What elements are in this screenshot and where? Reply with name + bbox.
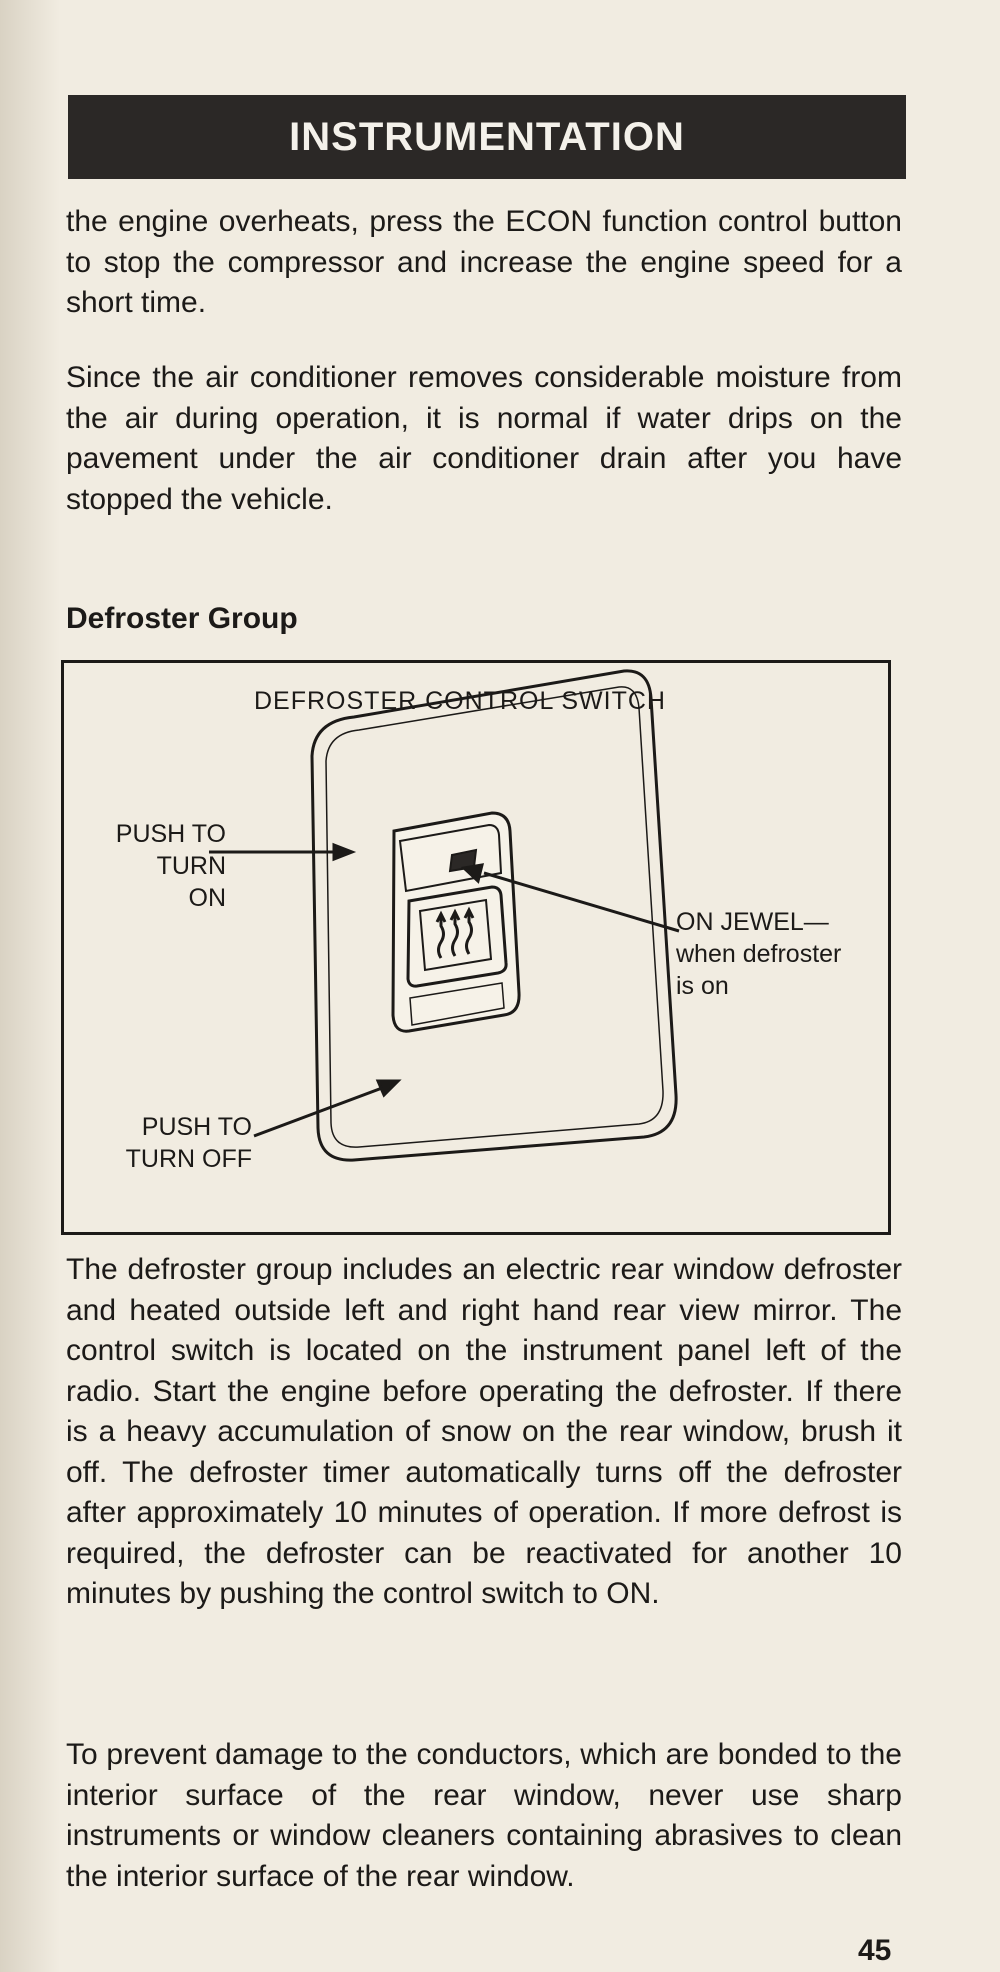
page-number: 45 — [858, 1934, 892, 1967]
rocker-bottom-section — [409, 982, 505, 1026]
defroster-switch-figure: DEFROSTER CONTROL SWITCH PUSH TO TURN ON… — [61, 660, 891, 1235]
paragraph-air-conditioner: Since the air conditioner removes consid… — [66, 361, 902, 516]
section-header-bar: INSTRUMENTATION — [68, 95, 906, 179]
defrost-icon — [435, 906, 475, 959]
label-push-to-turn-on-line3: ON — [188, 884, 227, 912]
label-on-jewel-line1: ON JEWEL— — [676, 908, 829, 936]
figure-title: DEFROSTER CONTROL SWITCH — [254, 687, 666, 715]
paragraph-conductors-warning: To prevent damage to the conductors, whi… — [66, 1738, 902, 1893]
label-on-jewel-line2: when defroster — [676, 940, 842, 968]
arrow-push-off-head — [375, 1079, 402, 1098]
label-push-to-turn-off-line1: PUSH TO — [141, 1113, 252, 1141]
paragraph-econ: the engine overheats, press the ECON fun… — [66, 205, 902, 319]
paragraph-defroster-group: The defroster group includes an electric… — [66, 1253, 902, 1610]
defrost-icon-frame — [418, 898, 493, 972]
arrow-jewel-head — [460, 863, 485, 884]
defrost-icon-plate — [406, 885, 508, 988]
arrow-push-off — [253, 1086, 383, 1138]
arrow-jewel — [483, 871, 680, 933]
switch-bezel-inner — [325, 686, 664, 1148]
switch-bezel — [310, 669, 678, 1162]
label-on-jewel: ON JEWEL— when defroster is on — [676, 906, 886, 1002]
defroster-switch-illustration — [209, 669, 680, 1162]
label-push-to-turn-off: PUSH TO TURN OFF — [82, 1111, 252, 1175]
section-heading: Defroster Group — [66, 602, 298, 635]
label-push-to-turn-on-line2: TURN — [156, 852, 226, 880]
label-push-to-turn-on: PUSH TO TURN ON — [86, 818, 226, 914]
rocker-top-section — [398, 823, 503, 893]
label-on-jewel-line3: is on — [676, 972, 729, 1000]
page-title: INSTRUMENTATION — [289, 114, 685, 159]
arrow-push-on-head — [332, 842, 357, 862]
page-edge-shadow — [0, 0, 60, 1972]
label-push-to-turn-off-line2: TURN OFF — [125, 1145, 252, 1173]
label-push-to-turn-on-line1: PUSH TO — [115, 820, 226, 848]
